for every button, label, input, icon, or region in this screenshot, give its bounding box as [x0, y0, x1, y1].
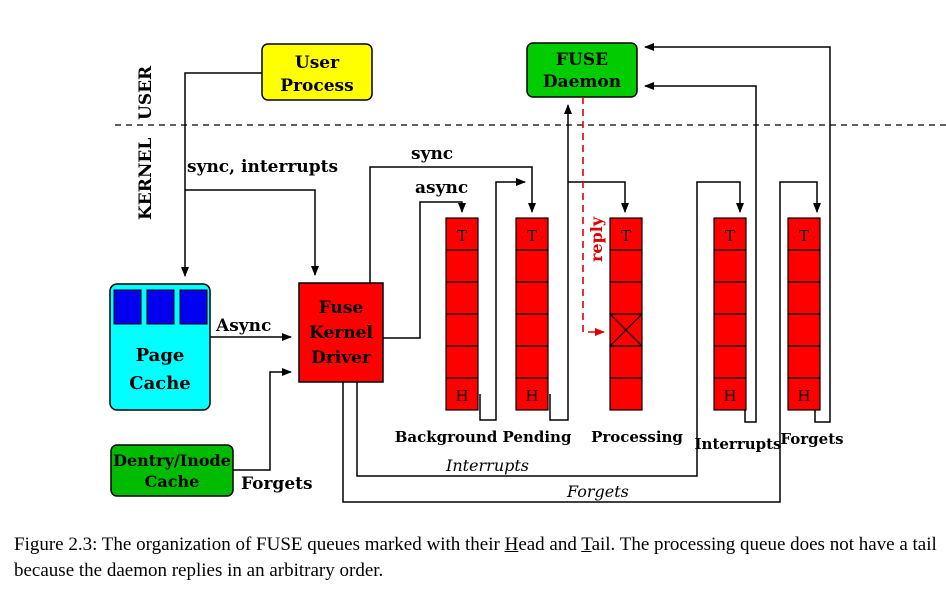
queue-head-label: H: [797, 387, 810, 405]
caption-head-letter: H: [504, 534, 519, 555]
fuse-daemon-label-1: FUSE: [556, 50, 608, 70]
async-label: async: [415, 178, 468, 198]
queue-tail-label: T: [725, 227, 735, 245]
queue-cell: [787, 249, 821, 283]
sync-interrupts-label: sync, interrupts: [187, 157, 338, 177]
queue-tail-label: T: [799, 227, 809, 245]
dentry-inode-cache-box: Dentry/Inode Cache: [110, 444, 234, 497]
caption-tail-letter: T: [581, 534, 592, 555]
queue-name-label: Forgets: [780, 430, 843, 448]
fuse-daemon-box: FUSE Daemon: [526, 42, 638, 98]
queue-cell: [515, 281, 549, 315]
arrow-driver-to-forgets: [342, 181, 821, 503]
driver-label-1: Fuse: [319, 298, 364, 318]
arrow-driver-to-pending: [369, 166, 536, 283]
queue-cell: [515, 249, 549, 283]
user-label: USER: [136, 65, 156, 120]
arrow-pending-to-daemon: [549, 104, 572, 421]
queue-cell: [445, 281, 479, 315]
queue-cell: [787, 313, 821, 347]
queue-cell: [445, 217, 479, 251]
arrow-driver-to-background: [383, 201, 466, 339]
kernel-label: KERNEL: [136, 138, 156, 220]
user-process-box: User Process: [261, 43, 373, 101]
arrow-user-to-driver: [185, 189, 319, 276]
page-cache-label-2: Cache: [129, 373, 191, 394]
page-cache-label-1: Page: [136, 345, 185, 366]
queue-cell: [713, 377, 747, 411]
user-process-label-2: Process: [280, 76, 353, 96]
connectors: [181, 43, 831, 503]
queue-head-label: H: [525, 387, 538, 405]
queue-cell: [787, 345, 821, 379]
arrow-interrupts-to-daemon: [644, 82, 757, 423]
queue-cell: [713, 249, 747, 283]
caption-part-1: Figure 2.3: The organization of FUSE que…: [14, 534, 505, 555]
arrow-user-to-page-cache: [181, 72, 262, 277]
forgets-arrow-label: Forgets: [241, 474, 313, 494]
queue-cell: [713, 313, 747, 347]
queue-cell: [445, 313, 479, 347]
queue-cell: [787, 281, 821, 315]
arrow-forgets-to-driver: [233, 368, 292, 471]
arrow-daemon-to-processing: [568, 181, 629, 213]
queue-cell: [515, 217, 549, 251]
queue-processing: T Processing: [591, 217, 683, 446]
fuse-daemon-label-2: Daemon: [543, 72, 621, 92]
queue-cell: [445, 345, 479, 379]
queue-cell: [515, 313, 549, 347]
fuse-queues-diagram: USER KERNEL User Process FUSE Daemon Pag…: [109, 42, 946, 503]
interrupts-italic-label: Interrupts: [445, 456, 529, 475]
queue-cell: [445, 249, 479, 283]
queue-name-label: Processing: [591, 428, 683, 446]
queue-pending: T H Pending: [503, 217, 572, 446]
caption-part-3: ail. The processing queue does not have …: [14, 534, 937, 581]
reply-label: reply: [587, 216, 606, 262]
driver-label-3: Driver: [311, 348, 372, 368]
page-block: [146, 289, 175, 325]
queue-head-label: H: [455, 387, 468, 405]
queue-cell: [445, 377, 479, 411]
user-process-label-1: User: [295, 53, 340, 73]
dentry-cache-label-2: Cache: [145, 472, 200, 491]
queues-layer: T H Background T H Pending T Processing T H Interr…: [395, 217, 844, 453]
caption-part-2: ead and: [518, 534, 582, 555]
queue-cell: [609, 345, 643, 379]
page-cache-box: Page Cache: [109, 283, 211, 411]
queue-name-label: Pending: [503, 428, 572, 446]
fuse-kernel-driver-box: Fuse Kernel Driver: [298, 282, 384, 383]
queue-background: T H Background: [395, 217, 498, 446]
queue-tail-label: T: [457, 227, 467, 245]
arrow-forgets-to-daemon: [644, 43, 831, 423]
queue-cell: [515, 345, 549, 379]
queue-forgets: T H Forgets: [780, 217, 844, 448]
queue-cell: [609, 281, 643, 315]
queue-interrupts: T H Interrupts: [695, 217, 782, 453]
sync-label: sync: [411, 144, 453, 164]
queue-name-label: Background: [395, 428, 498, 446]
arrow-driver-to-interrupts: [356, 181, 744, 477]
dentry-cache-label-1: Dentry/Inode: [113, 451, 231, 470]
queue-cell: [609, 249, 643, 283]
queue-cell: [787, 377, 821, 411]
page-block: [179, 289, 208, 325]
queue-cell: [713, 217, 747, 251]
queue-name-label: Interrupts: [695, 435, 782, 453]
queue-tail-label: T: [527, 227, 537, 245]
queue-cell: [787, 217, 821, 251]
page-block: [113, 289, 142, 325]
arrow-reply: [582, 97, 605, 336]
queue-head-label: H: [723, 387, 736, 405]
queue-cell: [609, 377, 643, 411]
arrow-background-to-pending: [479, 178, 526, 421]
figure-caption: Figure 2.3: The organization of FUSE que…: [14, 532, 940, 584]
driver-label-2: Kernel: [309, 323, 373, 343]
queue-cell: [515, 377, 549, 411]
queue-cell: [713, 345, 747, 379]
forgets-italic-label: Forgets: [566, 482, 629, 501]
async-cap-label: Async: [215, 316, 271, 336]
queue-tail-label: T: [621, 227, 631, 245]
queue-cell: [713, 281, 747, 315]
processing-cross: [609, 313, 643, 347]
